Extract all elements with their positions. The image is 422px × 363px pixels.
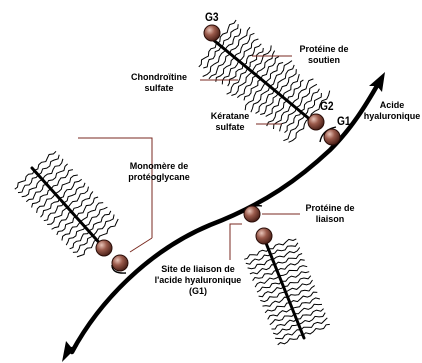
gag-chain — [278, 335, 303, 345]
proteine-liaison-label: Protéine de liaison — [300, 203, 360, 225]
gag-chain — [57, 217, 77, 235]
g1-label: G1 — [337, 115, 351, 127]
gag-chain — [89, 211, 110, 231]
gag-chain — [280, 266, 308, 276]
gag-chain — [265, 303, 290, 313]
gag-chain — [273, 248, 299, 260]
gag-chain — [47, 207, 68, 224]
g1-bead — [324, 129, 340, 145]
gag-chain — [18, 175, 38, 193]
gag-chain — [94, 215, 115, 236]
gag-chain — [73, 235, 94, 252]
left-g1-bead — [112, 255, 128, 271]
gag-chain — [257, 281, 282, 292]
gag-chain — [275, 330, 301, 339]
gag-chain — [269, 239, 296, 249]
gag-chain — [38, 155, 59, 175]
gag-chain — [64, 183, 85, 203]
gag-chain — [303, 324, 330, 335]
bottom-g1-bead — [256, 228, 272, 244]
link-protein-bead — [244, 206, 260, 222]
gag-chain — [239, 39, 259, 62]
gag-chain — [278, 260, 305, 271]
acide-hyaluronique-label: Acide hyaluronique — [362, 100, 422, 122]
site-liaison-label: Site de liaison de l'acide hyaluronique … — [148, 264, 248, 297]
g2-label: G2 — [320, 100, 334, 112]
gag-chain — [263, 297, 289, 306]
gag-chain — [299, 313, 326, 325]
gag-chain — [297, 309, 324, 320]
gag-chain — [286, 280, 313, 292]
left-g2-bead — [96, 240, 112, 256]
gag-chain — [292, 79, 313, 104]
core-protein-left — [32, 168, 104, 248]
g3-bead — [204, 25, 220, 41]
monomere-label: Monomère de protéoglycane — [118, 161, 200, 183]
binding-curves — [112, 127, 336, 273]
g2-bead — [308, 114, 324, 130]
gag-chain — [203, 51, 225, 77]
g3-label: G3 — [205, 11, 219, 23]
gag-chain — [295, 304, 323, 314]
gag-chain — [290, 292, 317, 303]
gag-chain — [292, 298, 320, 308]
gag-chain — [259, 287, 284, 297]
gag-chain — [22, 180, 43, 197]
gag-chain — [255, 276, 280, 287]
gag-chain — [244, 249, 269, 260]
gag-chain — [32, 189, 51, 208]
keratane-label: Kératane sulfate — [205, 111, 255, 133]
gag-chain — [265, 63, 283, 83]
gag-chain — [250, 265, 276, 274]
chondroitine-label: Chondroïtine sulfate — [124, 72, 194, 94]
gag-chain — [305, 93, 321, 115]
gag-chain — [221, 24, 239, 47]
gag-chain — [244, 79, 261, 100]
gag-chain — [272, 319, 297, 329]
gag-chain — [282, 272, 309, 282]
gag-chain — [266, 97, 283, 116]
gag-chain — [268, 308, 293, 319]
proteine-soutien-label: Protéine de soutien — [294, 44, 354, 66]
gag-chain — [44, 203, 64, 221]
